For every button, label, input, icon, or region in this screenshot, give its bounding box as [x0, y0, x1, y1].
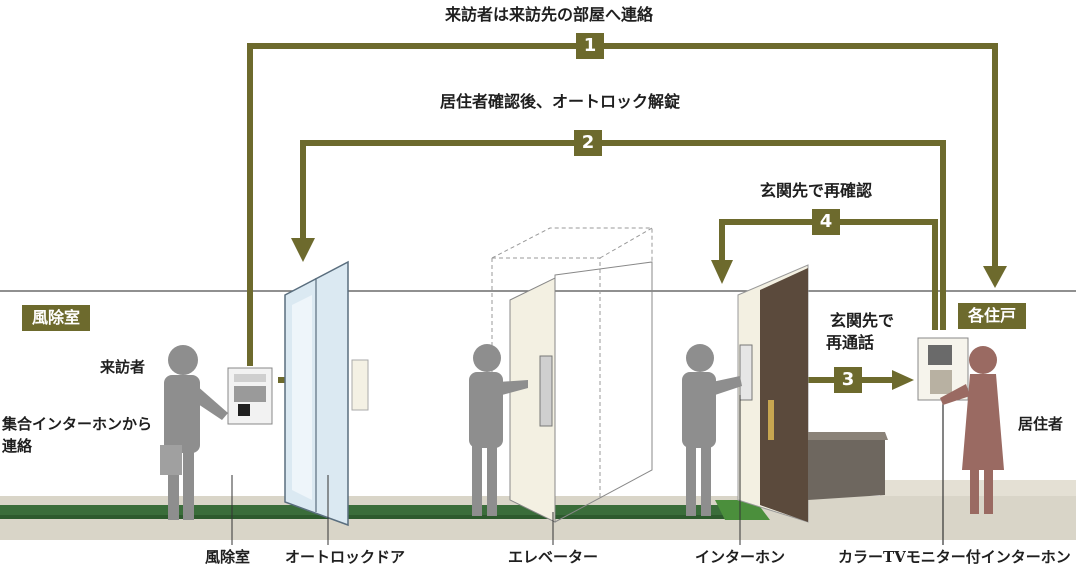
visitor-label: 来訪者	[100, 358, 146, 376]
door-visitor-figure	[682, 344, 742, 516]
arrow-3-head	[892, 370, 914, 390]
arrow-step-1	[247, 43, 998, 366]
visitor-action-line2: 連絡	[2, 437, 33, 455]
step4-caption: 玄関先で再確認	[760, 181, 873, 200]
floor-green-band-edge	[0, 515, 760, 519]
zone-label-unit: 各住戸	[958, 303, 1027, 329]
step-4-badge: 4	[812, 209, 840, 235]
bottom-label-intercom: インターホン	[695, 548, 786, 566]
arrow-step-2	[300, 140, 946, 330]
step2-caption: 居住者確認後、オートロック解錠	[440, 92, 681, 111]
unit-door	[737, 264, 809, 523]
bottom-label-elevator: エレベーター	[508, 548, 599, 566]
elevator-visitor-figure	[469, 344, 528, 516]
floor-green-band	[0, 505, 760, 515]
step-1-badge: 1	[576, 33, 604, 59]
step3-caption-line1: 玄関先で	[830, 311, 895, 330]
arrow-2-head	[291, 238, 315, 262]
label-leaders	[231, 395, 741, 545]
visitor-figure	[160, 345, 228, 520]
zone-label-lobby: 風除室	[22, 305, 91, 331]
step-2-badge: 2	[574, 130, 602, 156]
bottom-label-color-tv-intercom: カラーTVモニター付インターホン	[838, 548, 1071, 566]
step-3-badge: 3	[834, 367, 862, 393]
resident-label: 居住者	[1018, 415, 1064, 433]
lobby-intercom-panel	[227, 367, 273, 425]
bottom-label-lobby: 風除室	[205, 548, 251, 566]
arrow-heads	[291, 238, 1007, 391]
arrow-4-head	[711, 260, 733, 284]
step3-caption-line2: 再通話	[826, 333, 875, 352]
autolock-door	[284, 260, 369, 527]
resident-figure	[940, 346, 1004, 514]
step1-caption: 来訪者は来訪先の部屋へ連絡	[445, 5, 654, 24]
bottom-label-autolock-door: オートロックドア	[285, 548, 406, 566]
visitor-action-line1: 集合インターホンから	[2, 415, 153, 433]
elevator	[491, 227, 653, 523]
arrow-1-head	[983, 266, 1007, 288]
furniture	[808, 432, 888, 500]
